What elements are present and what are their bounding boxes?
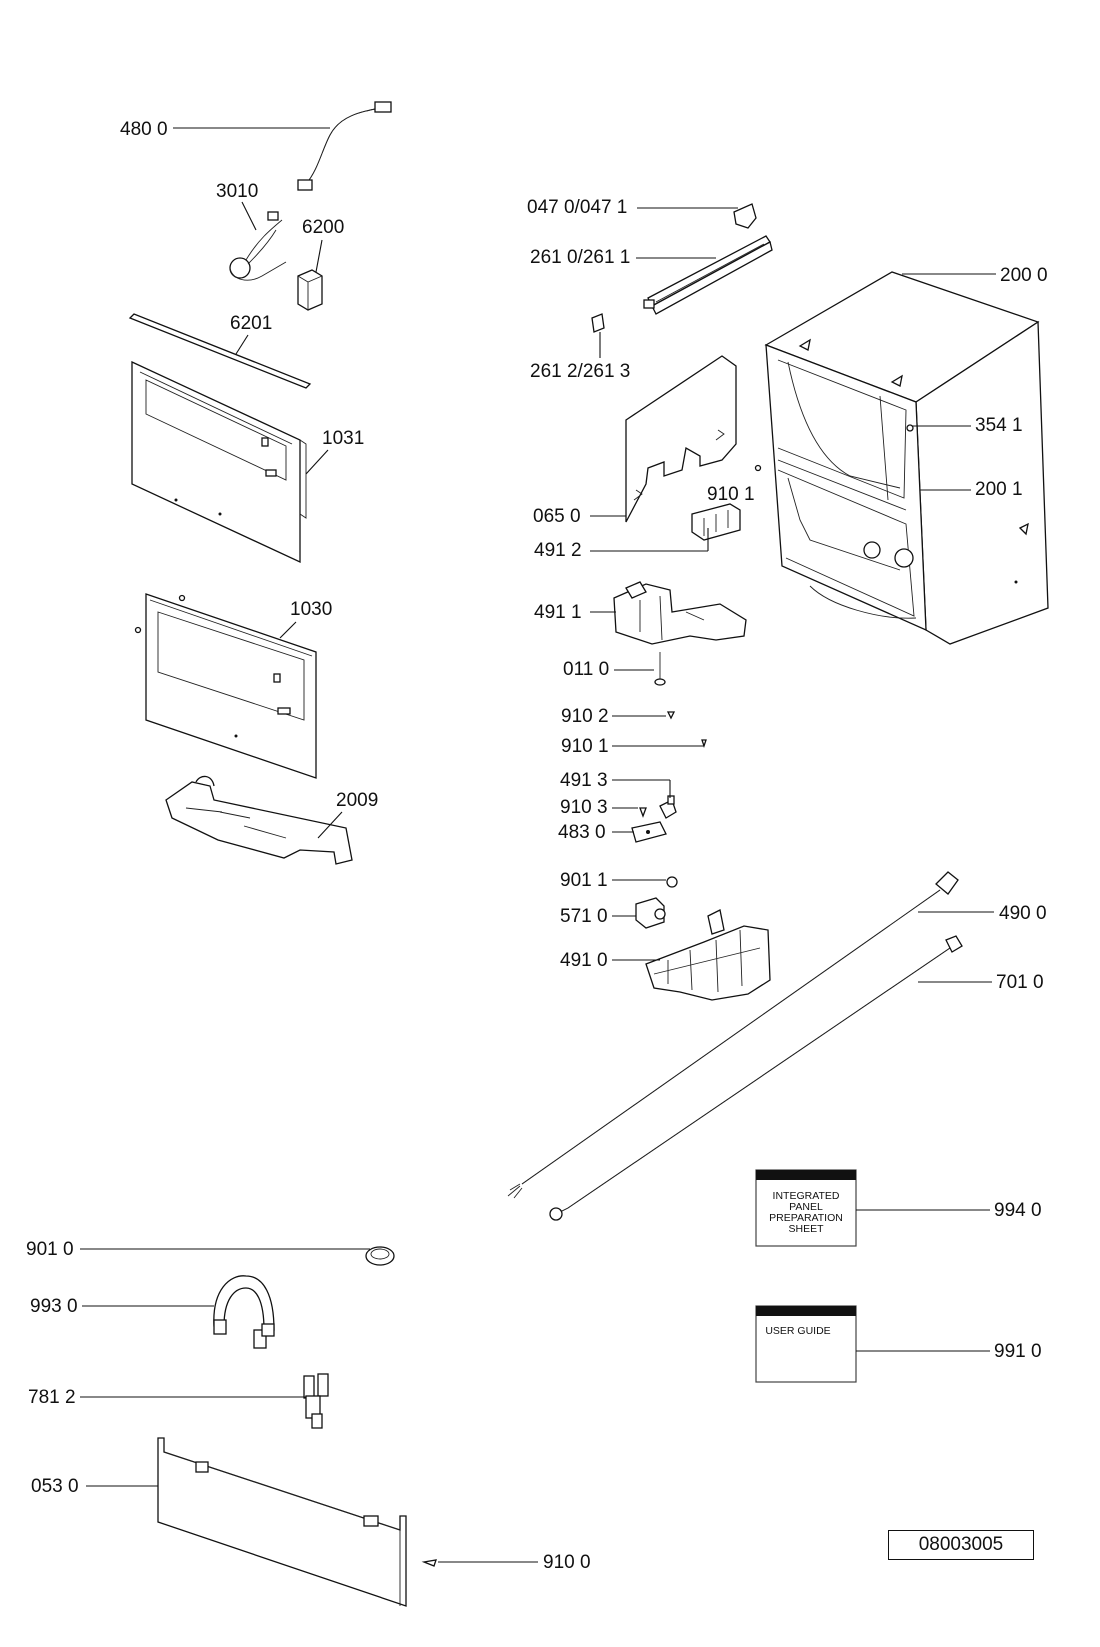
- label-991-0: 991 0: [994, 1341, 1042, 1362]
- part-571-0-pump: [635, 897, 666, 929]
- label-901-0: 901 0: [26, 1239, 74, 1260]
- label-491-0: 491 0: [560, 950, 608, 971]
- label-491-1: 491 1: [534, 602, 582, 623]
- label-6200: 6200: [302, 217, 344, 238]
- label-910-1-a: 910 1: [707, 484, 755, 505]
- part-993-0-u-hose: [213, 1275, 275, 1349]
- part-910-2-screw: [666, 711, 676, 720]
- label-571-0: 571 0: [560, 906, 608, 927]
- part-261-2-clip: [591, 313, 605, 333]
- part-910-0-screw: [421, 1559, 437, 1567]
- label-993-0: 993 0: [30, 1296, 78, 1317]
- label-261-0: 261 0/261 1: [530, 247, 630, 268]
- panel-sheet-line-3: PREPARATION: [769, 1212, 843, 1224]
- part-483-0-switch: [631, 821, 667, 843]
- user-guide-title: USER GUIDE: [765, 1325, 830, 1337]
- panel-sheet-line-1: INTEGRATED: [773, 1190, 840, 1202]
- part-901-1-fitting: [666, 876, 678, 888]
- part-910-1-screw-a: [754, 464, 762, 472]
- label-6201: 6201: [230, 313, 272, 334]
- part-261-0-rail: [643, 235, 773, 315]
- part-200-0-tub-cabinet: [764, 271, 1049, 645]
- label-047-0: 047 0/047 1: [527, 197, 627, 218]
- part-490-0-power-cable: [507, 871, 959, 1199]
- label-354-1: 354 1: [975, 415, 1023, 436]
- label-011-0: 011 0: [563, 659, 609, 680]
- label-490-0: 490 0: [999, 903, 1047, 924]
- label-901-1: 901 1: [560, 870, 608, 891]
- label-3010: 3010: [216, 181, 258, 202]
- part-480-0-wire-harness: [297, 101, 392, 191]
- part-910-1-screw-b: [701, 739, 707, 749]
- diagram-number-box: 08003005: [888, 1530, 1034, 1560]
- part-1031-door-panel: [131, 360, 307, 564]
- label-491-2: 491 2: [534, 540, 582, 561]
- part-901-0-clamp: [365, 1246, 395, 1266]
- part-701-0-inlet-hose: [549, 935, 963, 1221]
- part-491-1-sump: [613, 581, 747, 645]
- label-2009: 2009: [336, 790, 378, 811]
- part-910-3-screw: [639, 807, 647, 818]
- part-1030-inner-panel: [134, 593, 317, 779]
- panel-sheet-line-4: SHEET: [788, 1223, 824, 1235]
- label-701-0: 701 0: [996, 972, 1044, 993]
- part-991-0-user-guide: USER GUIDE: [755, 1305, 857, 1383]
- label-200-0: 200 0: [1000, 265, 1048, 286]
- part-6200-component: [297, 269, 323, 311]
- label-1031: 1031: [322, 428, 364, 449]
- part-011-0-pin: [654, 652, 666, 686]
- label-994-0: 994 0: [994, 1200, 1042, 1221]
- part-047-0-bracket: [733, 203, 757, 229]
- label-910-1-b: 910 1: [561, 736, 609, 757]
- part-491-0-base: [645, 909, 771, 1001]
- label-053-0: 053 0: [31, 1476, 79, 1497]
- label-065-0: 065 0: [533, 506, 581, 527]
- part-6201-strip: [128, 313, 312, 389]
- label-480-0: 480 0: [120, 119, 168, 140]
- label-491-3: 491 3: [560, 770, 608, 791]
- label-483-0: 483 0: [558, 822, 606, 843]
- part-2009-duct: [165, 775, 353, 865]
- part-3010-sensor-wiring: [229, 211, 287, 281]
- part-781-2-fitting: [303, 1373, 329, 1429]
- label-910-0: 910 0: [543, 1552, 591, 1573]
- part-491-3-latch: [659, 795, 677, 819]
- panel-sheet-line-2: PANEL: [789, 1201, 823, 1213]
- label-910-3: 910 3: [560, 797, 608, 818]
- part-994-0-panel-sheet: INTEGRATED PANEL PREPARATION SHEET: [755, 1169, 857, 1247]
- part-065-0-insulation-sheet: [625, 355, 737, 523]
- label-910-2: 910 2: [561, 706, 609, 727]
- label-261-2: 261 2/261 3: [530, 361, 630, 382]
- part-491-2-bracket: [691, 503, 741, 541]
- label-781-2: 781 2: [28, 1387, 76, 1408]
- label-200-1: 200 1: [975, 479, 1023, 500]
- part-053-0-kickplate: [157, 1437, 407, 1607]
- label-1030: 1030: [290, 599, 332, 620]
